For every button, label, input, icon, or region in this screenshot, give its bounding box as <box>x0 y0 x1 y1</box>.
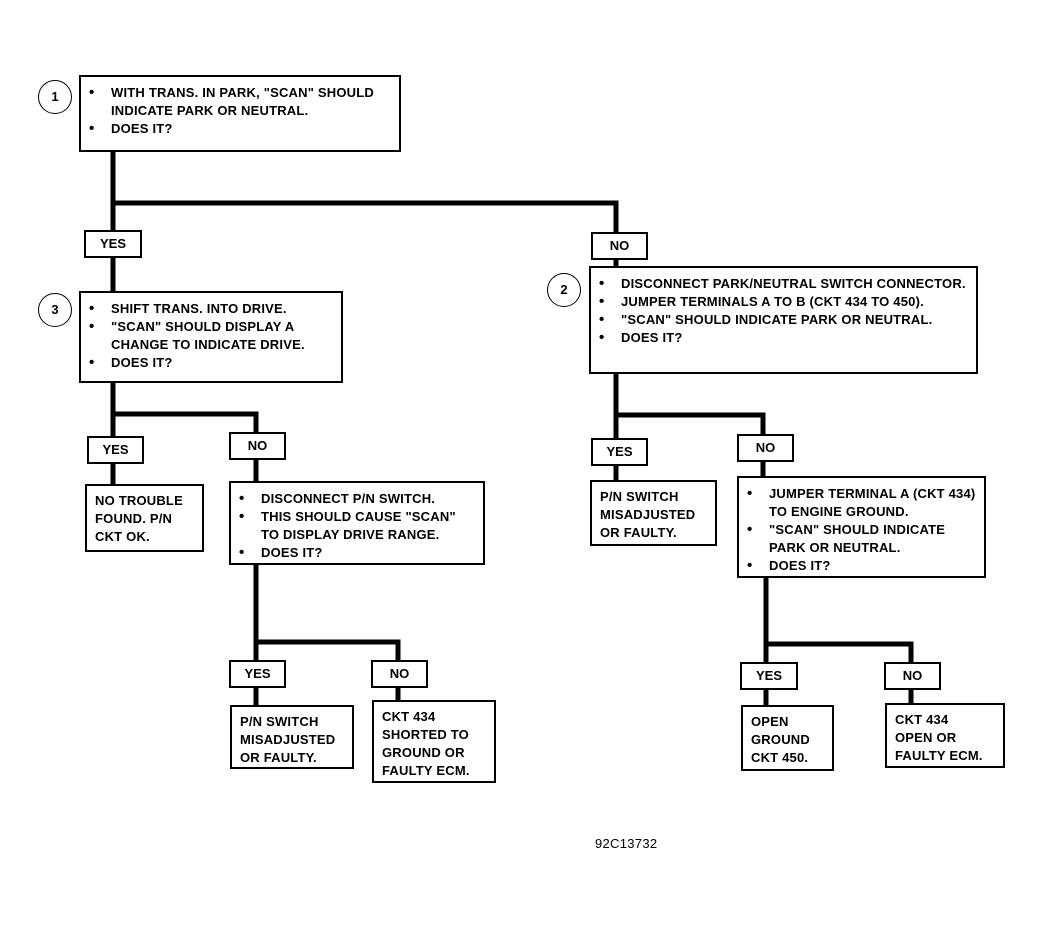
result-line: SHORTED TO <box>382 727 469 742</box>
step-2-item: DISCONNECT PARK/NEUTRAL SWITCH CONNECTOR… <box>599 275 968 293</box>
result-ckt434-shorted-box: CKT 434 SHORTED TO GROUND OR FAULTY ECM. <box>372 700 496 783</box>
no-label: NO <box>737 434 794 462</box>
step-1-item: WITH TRANS. IN PARK, "SCAN" SHOULD INDIC… <box>89 84 391 120</box>
result-line: CKT 434 <box>382 709 436 724</box>
result-line: GROUND <box>751 732 810 747</box>
figure-id: 92C13732 <box>595 836 658 851</box>
step-2-box: DISCONNECT PARK/NEUTRAL SWITCH CONNECTOR… <box>589 266 978 374</box>
result-line: FAULTY ECM. <box>382 763 470 778</box>
step-number-2: 2 <box>547 273 581 307</box>
result-line: CKT OK. <box>95 529 150 544</box>
step-4-item: THIS SHOULD CAUSE "SCAN" TO DISPLAY DRIV… <box>239 508 475 544</box>
step-2-item: JUMPER TERMINALS A TO B (CKT 434 TO 450)… <box>599 293 968 311</box>
step-3-item: DOES IT? <box>89 354 333 372</box>
result-line: CKT 434 <box>895 712 949 727</box>
step-5-item: DOES IT? <box>747 557 976 575</box>
result-line: GROUND OR <box>382 745 465 760</box>
yes-label: YES <box>229 660 286 688</box>
step-1-box: WITH TRANS. IN PARK, "SCAN" SHOULD INDIC… <box>79 75 401 152</box>
result-line: OR FAULTY. <box>240 750 317 765</box>
result-ckt434-open-box: CKT 434 OPEN OR FAULTY ECM. <box>885 703 1005 768</box>
no-label: NO <box>591 232 648 260</box>
result-line: P/N SWITCH <box>240 714 319 729</box>
result-line: OPEN OR <box>895 730 957 745</box>
result-line: P/N SWITCH <box>600 489 679 504</box>
step-3-box: SHIFT TRANS. INTO DRIVE. "SCAN" SHOULD D… <box>79 291 343 383</box>
result-pn-switch-box: P/N SWITCH MISADJUSTED OR FAULTY. <box>590 480 717 546</box>
yes-label: YES <box>87 436 144 464</box>
step-3-item: SHIFT TRANS. INTO DRIVE. <box>89 300 333 318</box>
result-pn-switch-box: P/N SWITCH MISADJUSTED OR FAULTY. <box>230 705 354 769</box>
yes-label: YES <box>84 230 142 258</box>
yes-label: YES <box>591 438 648 466</box>
step-number-1: 1 <box>38 80 72 114</box>
step-3-item: "SCAN" SHOULD DISPLAY A CHANGE TO INDICA… <box>89 318 333 354</box>
no-label: NO <box>229 432 286 460</box>
yes-label: YES <box>740 662 798 690</box>
step-1-item: DOES IT? <box>89 120 391 138</box>
result-line: FAULTY ECM. <box>895 748 983 763</box>
step-4-item: DISCONNECT P/N SWITCH. <box>239 490 475 508</box>
result-line: MISADJUSTED <box>240 732 336 747</box>
step-2-item: DOES IT? <box>599 329 968 347</box>
result-line: NO TROUBLE <box>95 493 183 508</box>
result-no-trouble-box: NO TROUBLE FOUND. P/N CKT OK. <box>85 484 204 552</box>
result-open-ground-box: OPEN GROUND CKT 450. <box>741 705 834 771</box>
step-2-item: "SCAN" SHOULD INDICATE PARK OR NEUTRAL. <box>599 311 968 329</box>
step-number-3: 3 <box>38 293 72 327</box>
result-line: FOUND. P/N <box>95 511 173 526</box>
no-label: NO <box>371 660 428 688</box>
step-5-item: "SCAN" SHOULD INDICATE PARK OR NEUTRAL. <box>747 521 976 557</box>
step-4-item: DOES IT? <box>239 544 475 562</box>
result-line: OR FAULTY. <box>600 525 677 540</box>
result-line: OPEN <box>751 714 789 729</box>
step-5-box: JUMPER TERMINAL A (CKT 434) TO ENGINE GR… <box>737 476 986 578</box>
step-4-box: DISCONNECT P/N SWITCH. THIS SHOULD CAUSE… <box>229 481 485 565</box>
result-line: CKT 450. <box>751 750 809 765</box>
result-line: MISADJUSTED <box>600 507 696 522</box>
step-5-item: JUMPER TERMINAL A (CKT 434) TO ENGINE GR… <box>747 485 976 521</box>
no-label: NO <box>884 662 941 690</box>
